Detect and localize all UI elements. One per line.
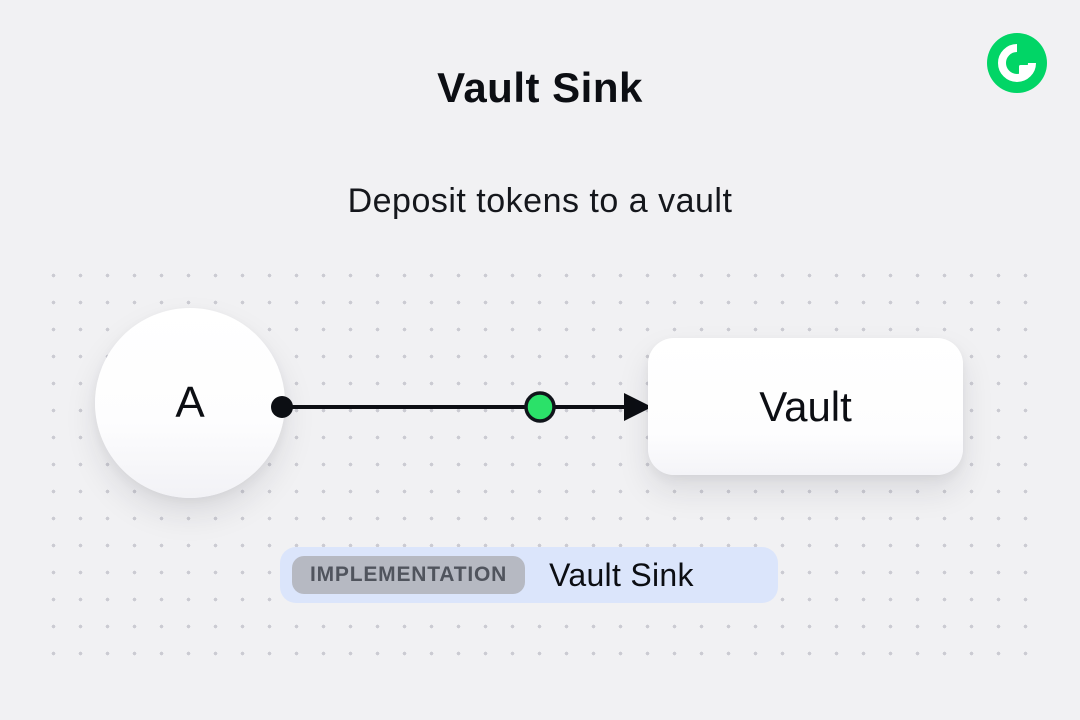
source-node-label: A — [175, 378, 205, 427]
arrow-mid-node — [524, 391, 556, 423]
arrow-head-icon — [624, 393, 652, 421]
implementation-label: Vault Sink — [549, 556, 694, 593]
flow-arrow — [268, 380, 658, 439]
target-node: Vault — [648, 338, 963, 475]
page-title: Vault Sink — [437, 64, 643, 111]
implementation-badge: IMPLEMENTATION — [292, 556, 526, 594]
arrow-start-dot — [271, 396, 293, 418]
source-node: A — [95, 308, 285, 498]
target-node-label: Vault — [759, 382, 852, 430]
page-subtitle: Deposit tokens to a vault — [347, 182, 733, 220]
implementation-pill: IMPLEMENTATION Vault Sink — [280, 547, 778, 603]
superfluid-logo-icon — [987, 33, 1047, 93]
